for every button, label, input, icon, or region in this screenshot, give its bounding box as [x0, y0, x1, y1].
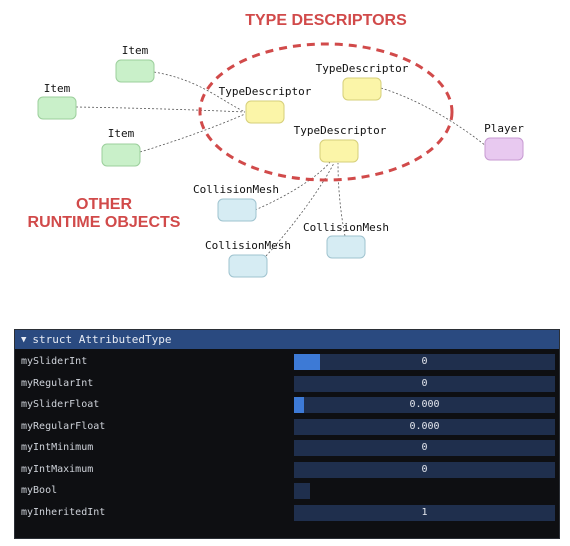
bool-checkbox[interactable] [294, 483, 310, 499]
slider-grab[interactable] [294, 397, 304, 413]
slider-value: 0 [421, 356, 428, 367]
input-value: 0 [421, 442, 428, 453]
panel-title: struct AttributedType [32, 333, 172, 346]
row-label: mySliderFloat [21, 399, 100, 410]
row-my-slider-float: mySliderFloat 0.000 [15, 397, 559, 415]
item-label-bottom: Item [108, 127, 135, 140]
slider-value: 0.000 [409, 399, 440, 410]
type-descriptor-diagram: TYPE DESCRIPTORS OTHER RUNTIME OBJECTS I… [28, 12, 524, 278]
player-label: Player [484, 122, 524, 135]
collisionmesh-node-right [326, 235, 366, 259]
row-label: myBool [21, 485, 58, 496]
collisionmesh-label-bottom: CollisionMesh [205, 239, 291, 252]
connector-collision-left [254, 161, 331, 211]
row-my-bool: myBool [15, 483, 559, 501]
connector-lines [75, 71, 487, 257]
item-node-left [37, 96, 77, 120]
row-my-regular-float: myRegularFloat 0.000 [15, 419, 559, 437]
slider-float-control[interactable]: 0.000 [294, 397, 555, 413]
int-maximum-input[interactable]: 0 [294, 462, 555, 478]
row-my-int-maximum: myIntMaximum 0 [15, 462, 559, 480]
row-my-slider-int: mySliderInt 0 [15, 354, 559, 372]
attributed-type-panel: ▼ struct AttributedType mySliderInt 0 my… [14, 329, 560, 539]
slider-grab[interactable] [294, 354, 320, 370]
row-my-int-minimum: myIntMinimum 0 [15, 440, 559, 458]
row-label: myIntMaximum [21, 464, 94, 475]
row-label: myIntMinimum [21, 442, 94, 453]
row-my-inherited-int: myInheritedInt 1 [15, 505, 559, 523]
connector-item-left [75, 106, 246, 113]
heading-runtime-objects: RUNTIME OBJECTS [28, 214, 181, 231]
input-value: 1 [421, 507, 428, 518]
type-descriptors-ellipse [198, 42, 454, 182]
item-label-left: Item [44, 82, 71, 95]
inherited-int-input[interactable]: 1 [294, 505, 555, 521]
typedescriptor-node-top [342, 77, 382, 101]
player-node [484, 137, 524, 161]
row-label: mySliderInt [21, 356, 88, 367]
typedescriptor-label-top: TypeDescriptor [316, 62, 409, 75]
collisionmesh-label-right: CollisionMesh [303, 221, 389, 234]
collisionmesh-node-left [217, 198, 257, 222]
collapse-triangle-icon[interactable]: ▼ [21, 334, 27, 345]
slider-int-control[interactable]: 0 [294, 354, 555, 370]
connector-player [380, 87, 487, 147]
item-node-bottom [101, 143, 141, 167]
input-value: 0 [421, 378, 428, 389]
int-minimum-input[interactable]: 0 [294, 440, 555, 456]
row-label: myRegularFloat [21, 421, 106, 432]
panel-header[interactable]: ▼ struct AttributedType [15, 330, 559, 349]
item-label-top: Item [122, 44, 149, 57]
connector-item-top [153, 71, 246, 113]
typedescriptor-label-left: TypeDescriptor [219, 85, 312, 98]
collisionmesh-node-bottom [228, 254, 268, 278]
regular-int-input[interactable]: 0 [294, 376, 555, 392]
typedescriptor-node-left [245, 100, 285, 124]
connector-item-bottom [139, 113, 246, 153]
item-node-top [115, 59, 155, 83]
row-my-regular-int: myRegularInt 0 [15, 376, 559, 394]
heading-type-descriptors: TYPE DESCRIPTORS [245, 12, 407, 29]
input-value: 0.000 [409, 421, 440, 432]
regular-float-input[interactable]: 0.000 [294, 419, 555, 435]
heading-other: OTHER [76, 196, 132, 213]
collisionmesh-label-left: CollisionMesh [193, 183, 279, 196]
typedescriptor-label-bottom: TypeDescriptor [294, 124, 387, 137]
connector-collision-bottom [265, 162, 335, 257]
row-label: myRegularInt [21, 378, 94, 389]
typedescriptor-node-bottom [319, 139, 359, 163]
row-label: myInheritedInt [21, 507, 106, 518]
input-value: 0 [421, 464, 428, 475]
